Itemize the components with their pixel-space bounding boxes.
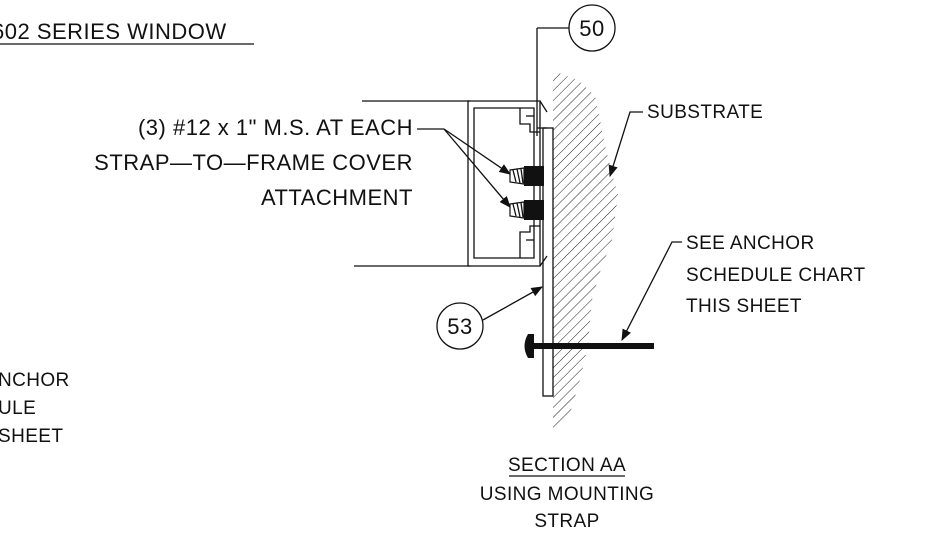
screw-callout-line3: ATTACHMENT bbox=[261, 185, 413, 210]
anchor-leader bbox=[621, 241, 682, 342]
section-caption-title: SECTION AA bbox=[508, 455, 626, 476]
anchor-bolt bbox=[524, 334, 654, 358]
left-note-line2: ULE bbox=[0, 398, 36, 419]
left-note-line3: SHEET bbox=[0, 426, 63, 447]
screw-leader-arrow-lower bbox=[443, 128, 511, 208]
frame-cover-profile bbox=[467, 100, 548, 267]
substrate-label: SUBSTRATE bbox=[647, 102, 763, 123]
mounting-strap bbox=[542, 127, 554, 397]
section-caption-line3: STRAP bbox=[534, 511, 599, 532]
substrate-hatch bbox=[553, 72, 618, 428]
screw-callout-line2: STRAP—TO—FRAME COVER bbox=[94, 150, 413, 175]
bubble-53-leader bbox=[482, 286, 544, 321]
callout-bubble-50-label: 50 bbox=[579, 16, 604, 41]
callout-bubble-53 bbox=[436, 302, 484, 350]
screw-lower bbox=[509, 200, 544, 220]
anchor-note-line1: SEE ANCHOR bbox=[686, 233, 815, 254]
screw-callout-line1: (3) #12 x 1" M.S. AT EACH bbox=[138, 115, 413, 140]
section-caption-line2: USING MOUNTING bbox=[480, 484, 655, 505]
callout-bubble-53-label: 53 bbox=[447, 314, 472, 339]
anchor-note-line2: SCHEDULE CHART bbox=[686, 265, 865, 286]
window-series-title: 602 SERIES WINDOW bbox=[0, 19, 227, 44]
substrate-leader bbox=[608, 111, 643, 178]
left-note-line1: NCHOR bbox=[0, 370, 70, 391]
screw-leader-arrow-upper bbox=[443, 128, 511, 175]
screw-upper bbox=[509, 166, 544, 186]
anchor-note-line3: THIS SHEET bbox=[686, 296, 802, 317]
